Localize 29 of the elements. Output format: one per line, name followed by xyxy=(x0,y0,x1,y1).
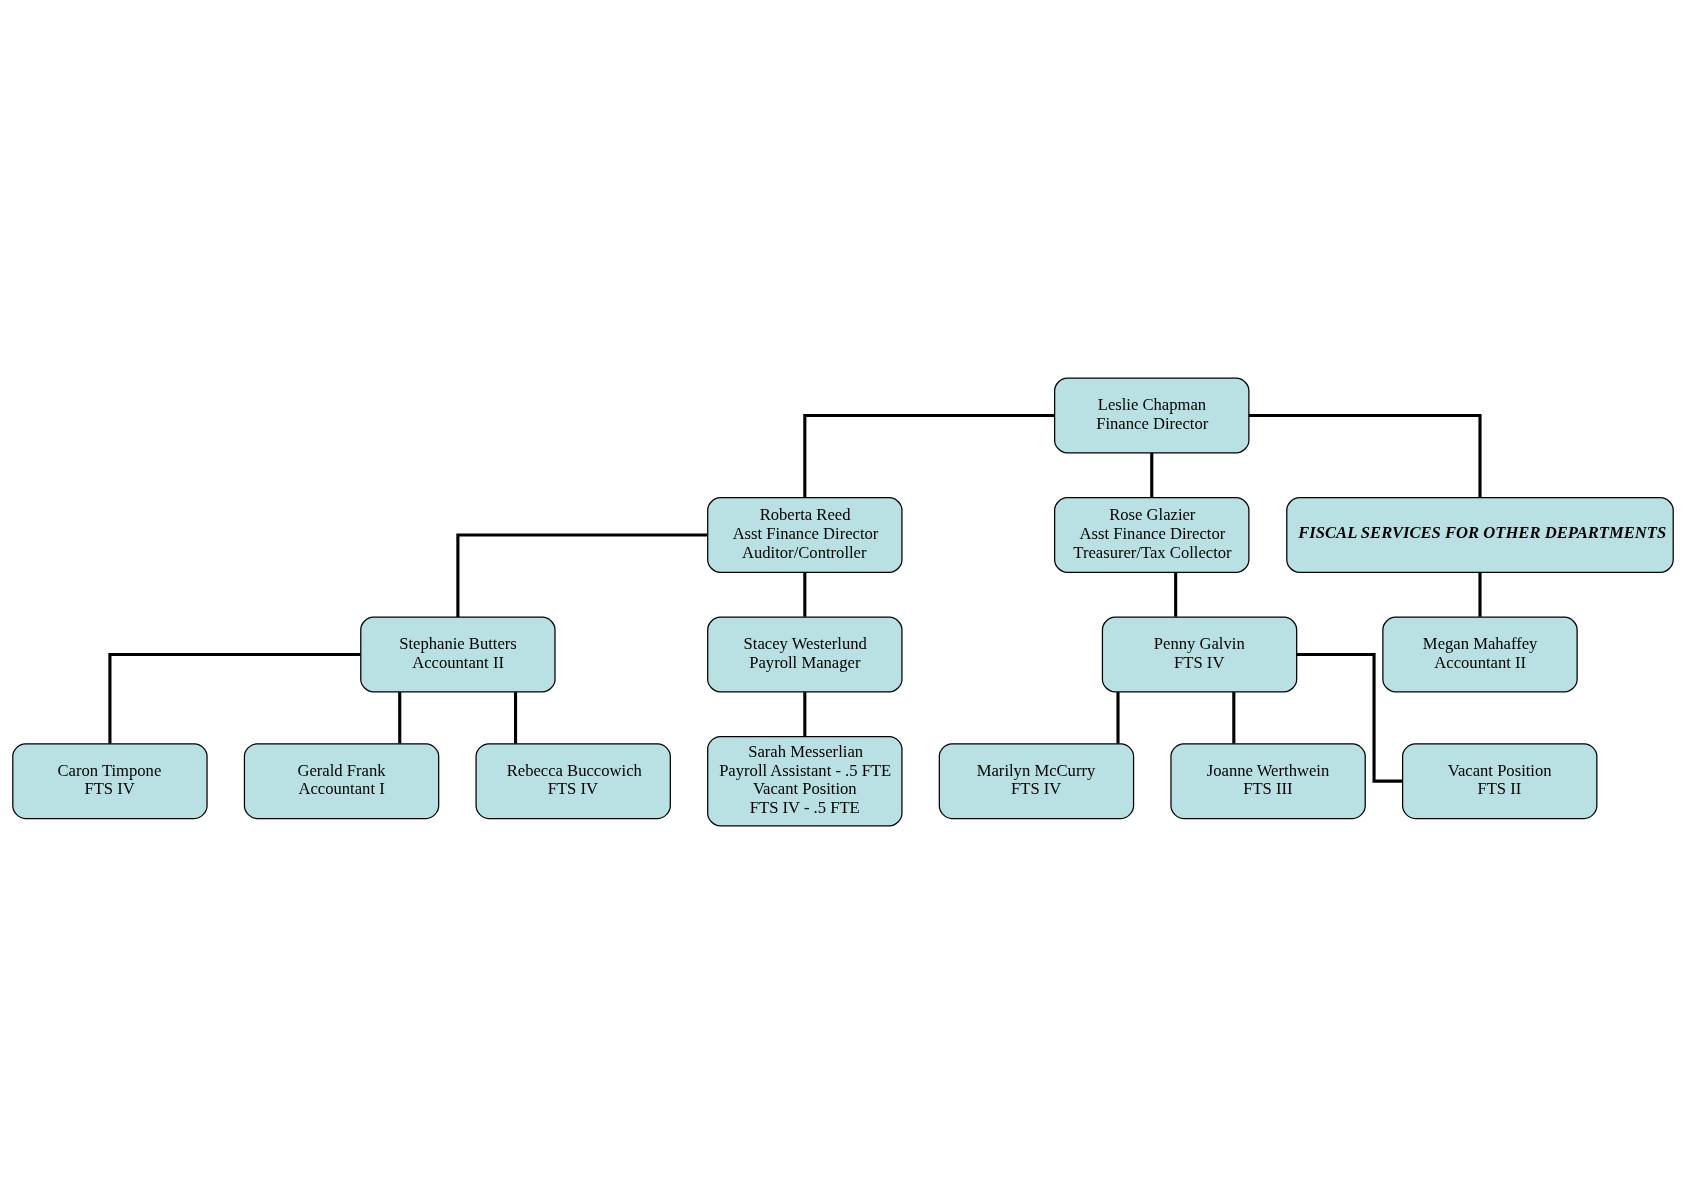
connector xyxy=(1174,572,1178,617)
connector xyxy=(1297,652,1403,783)
node-box: Marilyn McCurry FTS IV xyxy=(938,743,1135,820)
node-box: Vacant Position FTS II xyxy=(1402,743,1598,820)
connector xyxy=(1150,453,1154,498)
node-box: Caron Timpone FTS IV xyxy=(12,743,208,820)
node-box: Stacey Westerlund Payroll Manager xyxy=(707,616,903,693)
connector xyxy=(1232,692,1236,744)
node-box: Gerald Frank Accountant I xyxy=(243,743,440,820)
node-box: Penny Galvin FTS IV xyxy=(1101,616,1298,693)
node-box: Rose Glazier Asst Finance Director Treasurer/Tax Collector xyxy=(1054,497,1250,574)
node-box: Megan Mahaffey Accountant II xyxy=(1382,616,1578,693)
node-box: Leslie Chapman Finance Director xyxy=(1054,377,1250,454)
connector xyxy=(398,692,402,744)
connector xyxy=(1248,414,1482,498)
node-box: FISCAL SERVICES FOR OTHER DEPARTMENTS xyxy=(1286,497,1674,574)
connector xyxy=(803,692,807,737)
connector xyxy=(514,692,518,744)
connector xyxy=(1116,692,1120,744)
connector xyxy=(1478,572,1482,617)
node-box: Sarah Messerlian Payroll Assistant - .5 FTE Vacant Position FTS IV - .5 FTE xyxy=(707,735,903,827)
node-box: Rebecca Buccowich FTS IV xyxy=(475,743,671,820)
connector xyxy=(803,414,1055,498)
connector xyxy=(803,572,807,617)
node-box: Joanne Werthwein FTS III xyxy=(1170,743,1366,820)
connector xyxy=(456,533,708,617)
node-box: Stephanie Butters Accountant II xyxy=(360,616,556,693)
connector xyxy=(108,652,361,744)
node-box: Roberta Reed Asst Finance Director Auditor/Controller xyxy=(707,497,903,574)
